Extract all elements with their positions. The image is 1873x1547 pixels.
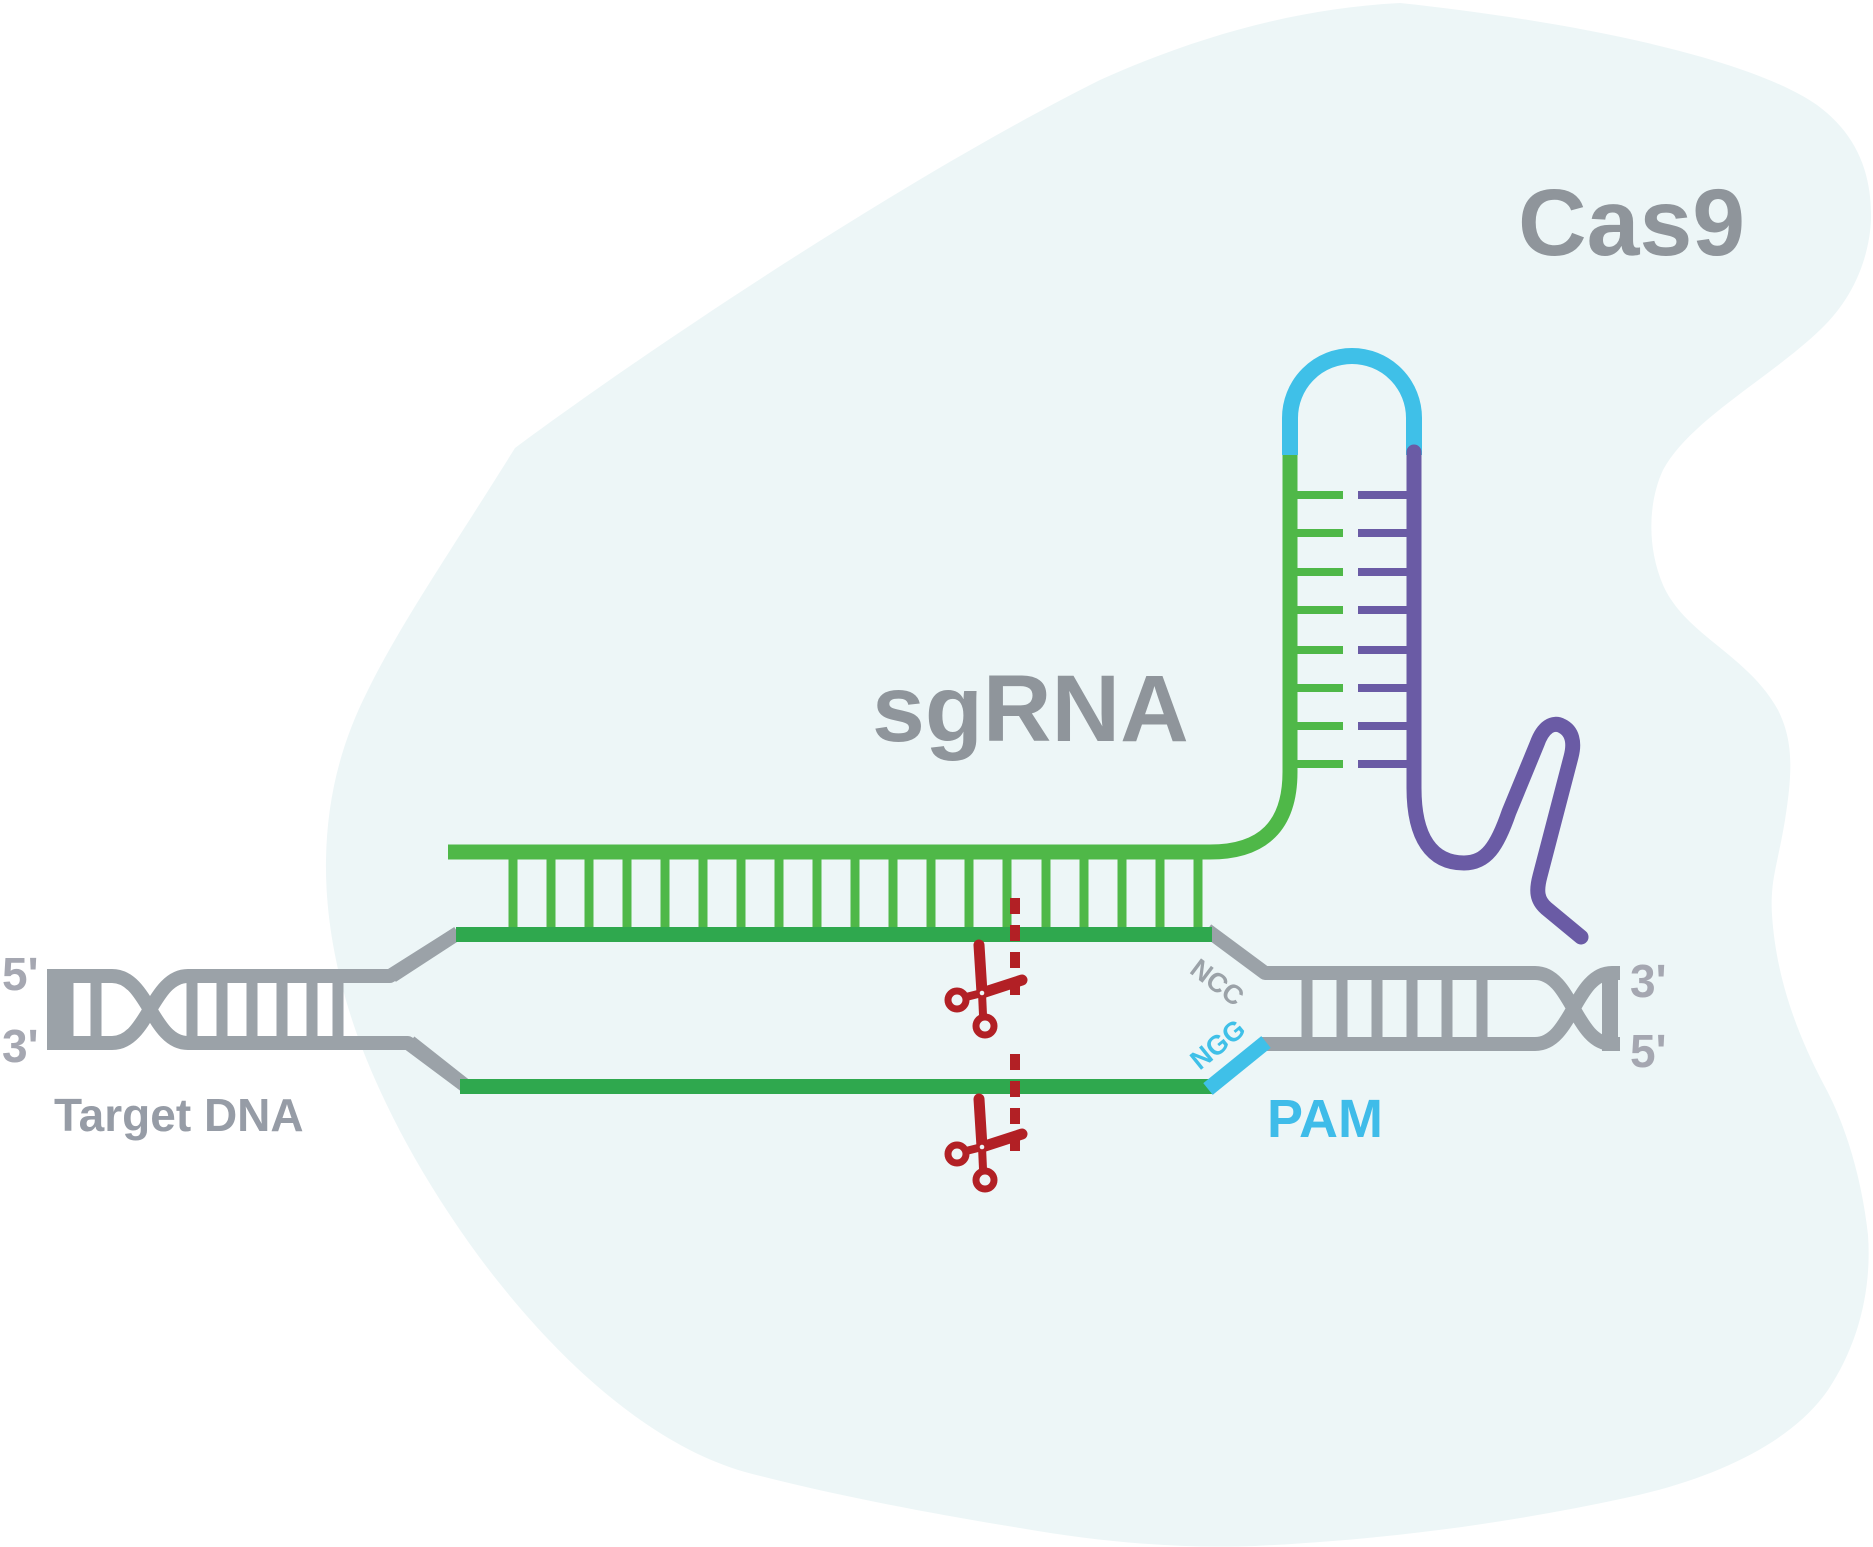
protospacer-strand-bottom xyxy=(460,1079,1212,1094)
scissors-icon xyxy=(944,939,1028,1039)
sgrna-dna-ladder-rungs xyxy=(508,856,1203,932)
pam-label: PAM xyxy=(1267,1089,1383,1149)
hairpin-rungs-green xyxy=(1296,491,1343,768)
dna-right-3prime-label: 3' xyxy=(1630,955,1667,1007)
dna-rungs-right xyxy=(1301,971,1488,1049)
cas9-label: Cas9 xyxy=(1518,170,1745,276)
cut-site-upper xyxy=(944,898,1028,1039)
dna-left-strand-b xyxy=(48,927,462,1050)
dna-fork-diagonals-left xyxy=(388,927,472,1093)
sgrna-tracr-strand xyxy=(1406,444,1589,945)
hairpin-rungs-purple xyxy=(1358,491,1407,768)
cut-site-lower xyxy=(944,1054,1028,1193)
target-dna-right-helix xyxy=(1202,924,1620,1051)
dna-right-5prime-label: 5' xyxy=(1630,1025,1667,1077)
pam-ngg-segment xyxy=(1203,1036,1271,1095)
dna-rungs-left xyxy=(62,971,344,1048)
dna-left-3prime-label: 3' xyxy=(2,1020,39,1072)
target-dna-label: Target DNA xyxy=(54,1089,304,1141)
target-dna-left-helix xyxy=(47,927,472,1093)
sgrna-loop-top xyxy=(1282,348,1422,455)
protospacer-strand-top xyxy=(456,927,1212,942)
cas9-protein-blob xyxy=(325,3,1872,1547)
dna-left-5prime-label: 5' xyxy=(2,948,39,1000)
sgrna-spacer-strand xyxy=(448,452,1298,860)
sgrna-label: sgRNA xyxy=(872,656,1189,762)
scissors-icon xyxy=(944,1093,1028,1193)
